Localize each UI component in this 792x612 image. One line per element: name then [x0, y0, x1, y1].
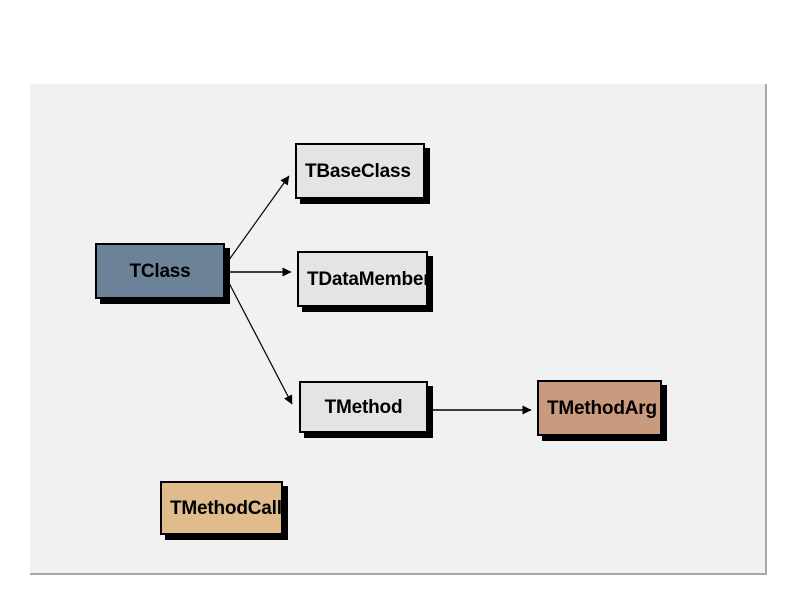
- node-tmethod[interactable]: TMethod: [299, 381, 428, 433]
- edge-layer: [225, 175, 532, 415]
- node-tclass-label: TClass: [129, 260, 191, 282]
- node-tbaseclass[interactable]: TBaseClass: [295, 143, 425, 199]
- node-tmethodarg-label: TMethodArg: [547, 397, 657, 419]
- edge-tclass-to-tbaseclass: [225, 175, 290, 265]
- diagram-canvas: TClass TBaseClass TDataMember TMethod TM…: [30, 84, 767, 575]
- node-tmethodcall[interactable]: TMethodCall: [160, 481, 283, 535]
- node-tmethodarg[interactable]: TMethodArg: [537, 380, 662, 436]
- edge-tclass-to-tmethod: [227, 280, 293, 405]
- node-tclass[interactable]: TClass: [95, 243, 225, 299]
- node-tmethodcall-label: TMethodCall: [170, 497, 282, 519]
- node-tmethod-label: TMethod: [324, 396, 403, 418]
- node-tbaseclass-label: TBaseClass: [305, 160, 411, 182]
- node-tdatamember[interactable]: TDataMember: [297, 251, 428, 307]
- node-tdatamember-label: TDataMember: [307, 268, 428, 290]
